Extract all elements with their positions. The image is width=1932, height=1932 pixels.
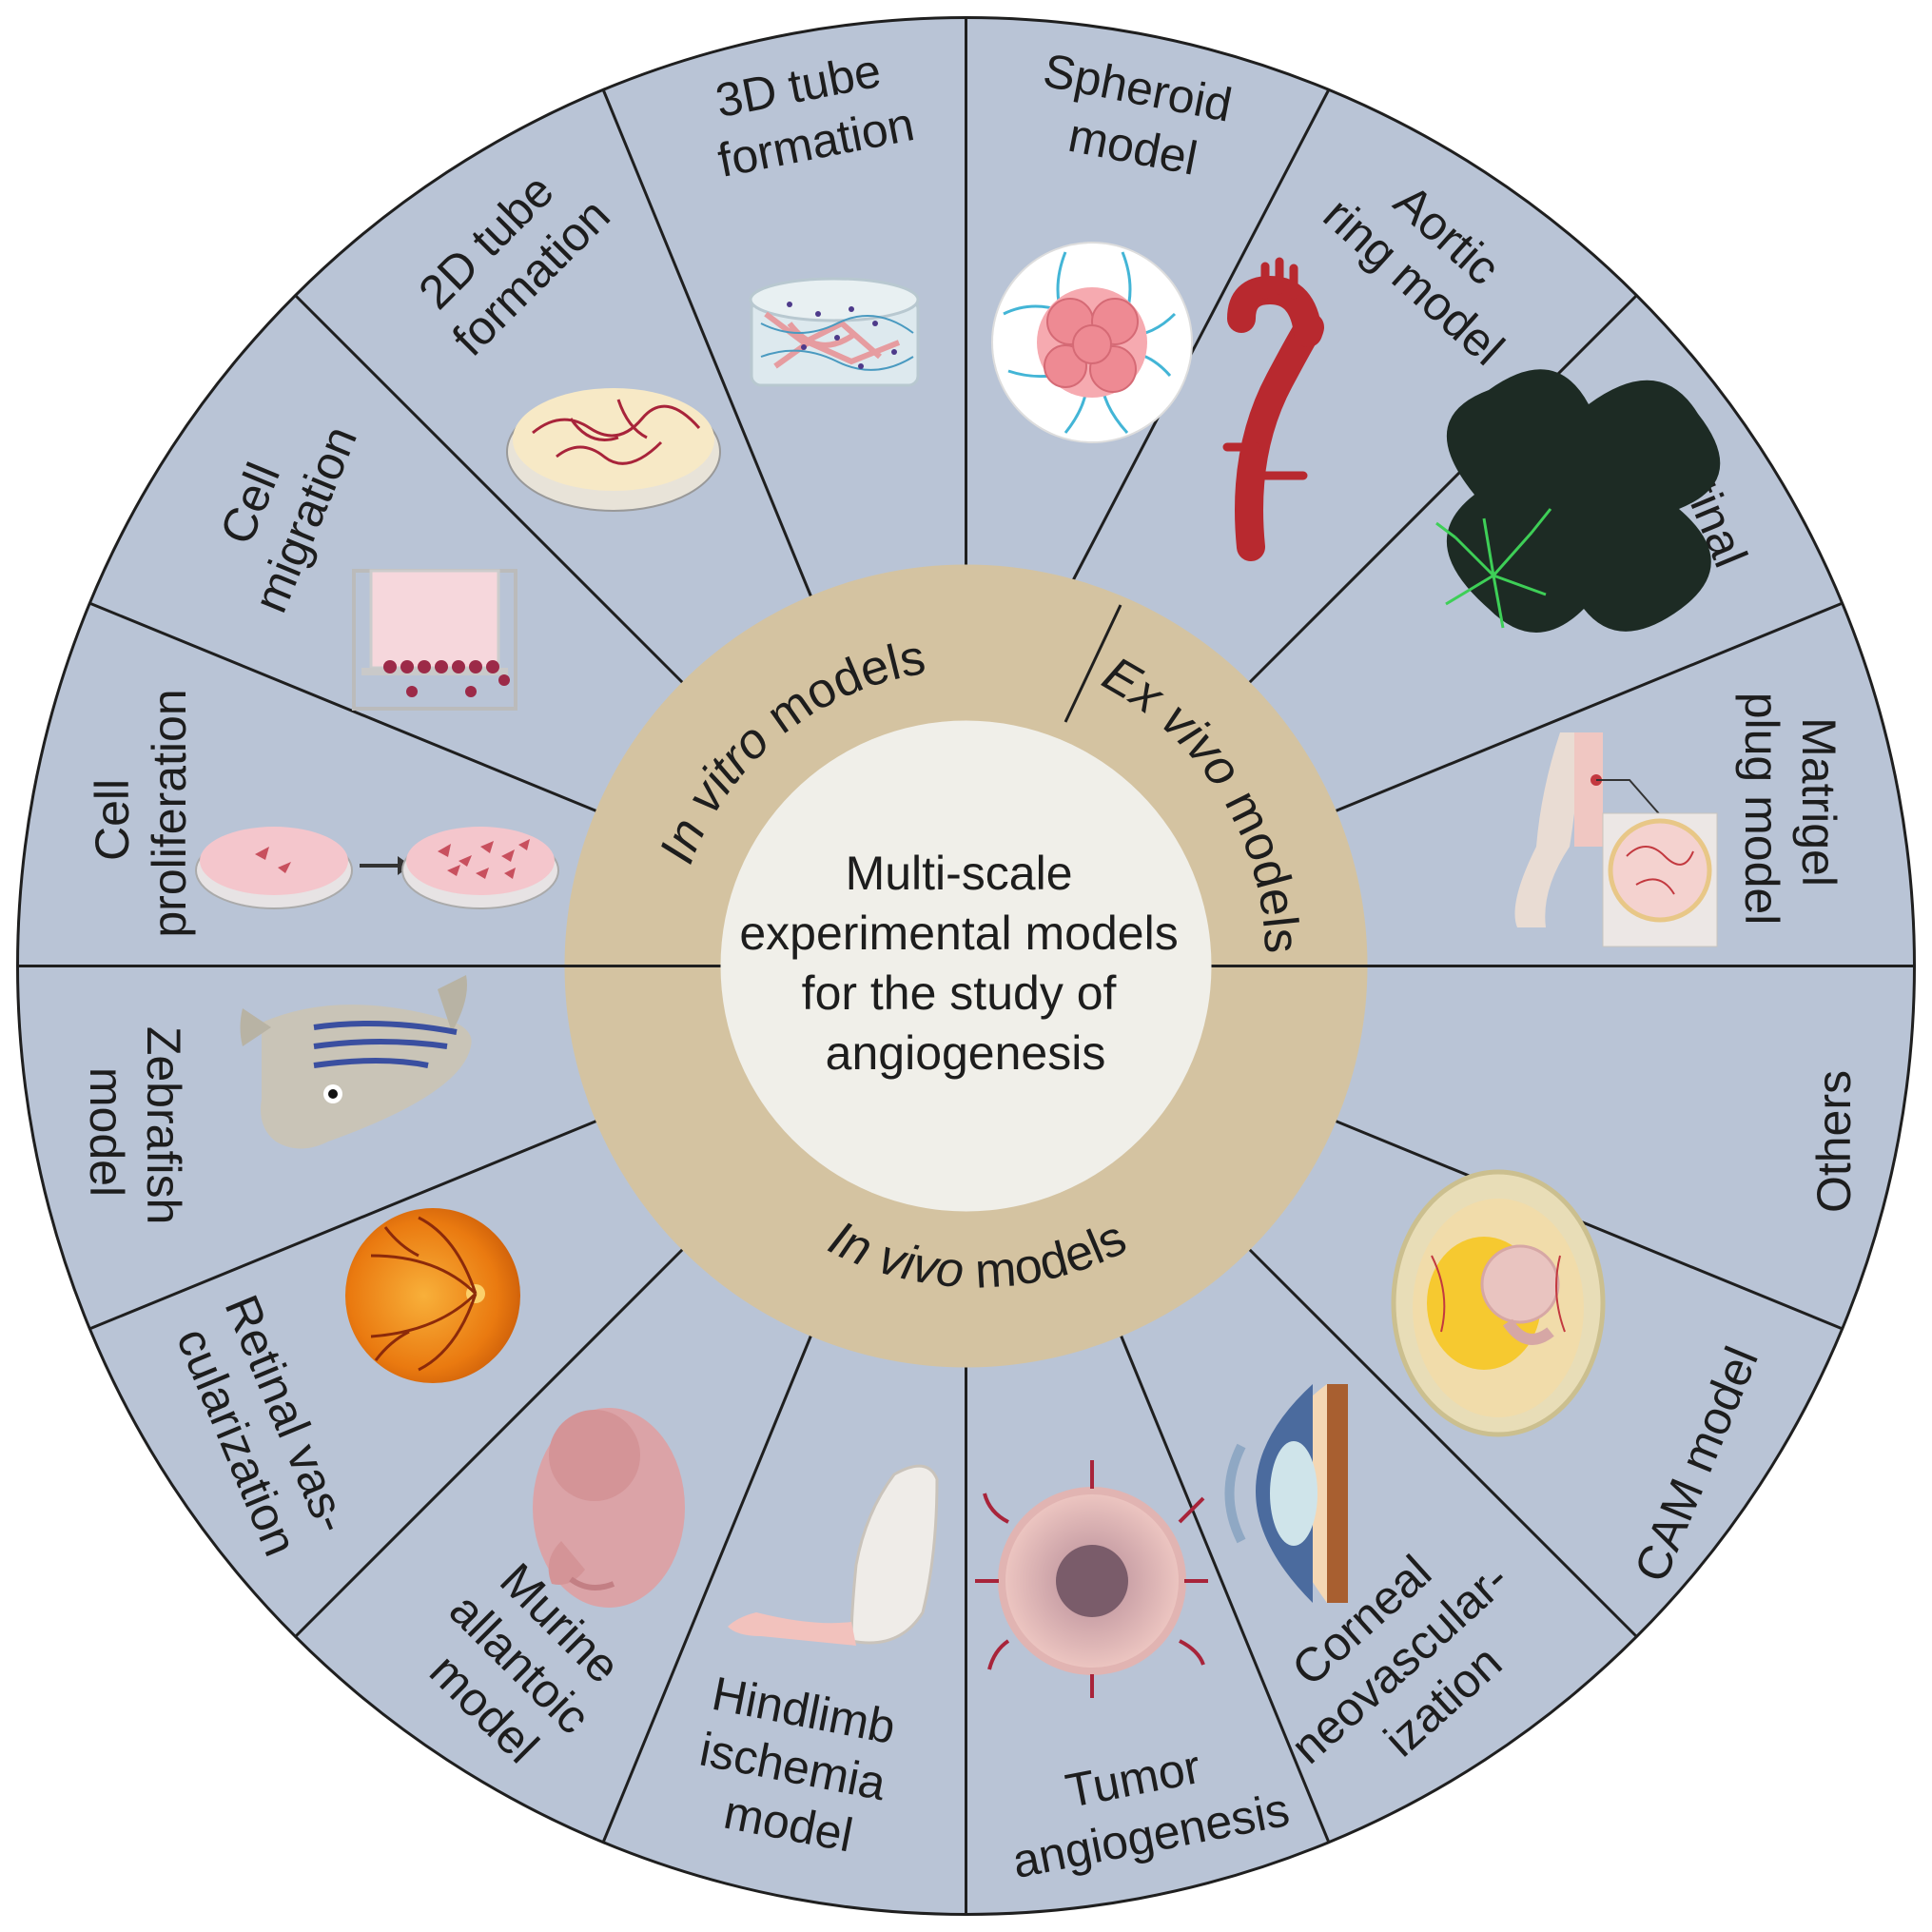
divider-13 [293, 1242, 690, 1639]
zebrafish-icon [240, 975, 472, 1149]
tumor-icon [975, 1460, 1208, 1698]
label-cell-proliferation: Cell proliferation [86, 689, 196, 937]
divider-6 [1242, 293, 1639, 690]
divider-8 [1329, 1117, 1844, 1331]
divider-12 [601, 1329, 815, 1844]
divider-14 [88, 1117, 603, 1331]
segment-dividers [17, 17, 1915, 1915]
divider-2 [293, 293, 690, 690]
divider-1 [88, 601, 603, 815]
center-title: Multi-scale experimental models for the … [739, 847, 1191, 1080]
retina-fundus-icon [345, 1208, 520, 1383]
divider-9 [1242, 1242, 1639, 1639]
divider-7 [1329, 601, 1844, 815]
transwell-icon [352, 569, 517, 711]
mouse-embryo-icon [533, 1408, 685, 1608]
label-matrigel-plug: Matrigel plug model [1735, 693, 1845, 926]
divider-10 [1117, 1329, 1331, 1844]
petri-dish-vessels-icon [506, 388, 721, 512]
divider-3 [601, 88, 815, 603]
label-others: Others [1807, 1070, 1861, 1213]
mouse-hindlimb-icon [728, 1464, 939, 1646]
flat-retina-icon [1435, 369, 1721, 633]
aorta-icon [1222, 257, 1324, 561]
center-disk [720, 720, 1212, 1212]
gel-matrix-icon [749, 277, 920, 387]
divider-5 [1068, 88, 1331, 587]
egg-embryo-icon [1391, 1169, 1606, 1437]
spheroid-icon [991, 242, 1193, 443]
matrigel-plug-icon [1514, 732, 1718, 947]
eye-icon [1224, 1384, 1348, 1603]
label-zebrafish: Zebrafish model [80, 1026, 190, 1238]
ring-divider-top [1064, 604, 1122, 723]
petri-dish-cells-icon [195, 827, 559, 909]
